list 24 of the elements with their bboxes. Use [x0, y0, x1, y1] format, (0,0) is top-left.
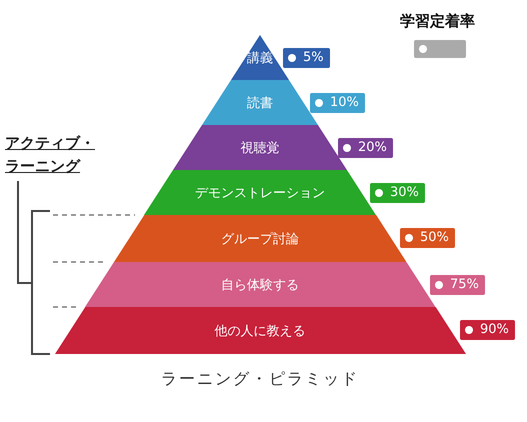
layer-label: 他の人に教える	[214, 322, 306, 340]
percentage-tag: 50%	[400, 228, 455, 248]
layer-label: デモンストレーション	[194, 184, 326, 202]
caption: ラーニング・ピラミッド	[160, 369, 360, 390]
pyramid-layer	[54, 307, 466, 354]
layer-label: 自ら体験する	[220, 276, 300, 294]
percentage-tag: 30%	[370, 183, 425, 203]
layer-label: グループ討論	[220, 230, 300, 248]
percentage-tag: 5%	[283, 48, 330, 68]
legend-text: 学習定着率	[400, 12, 475, 31]
pyramid-layer	[173, 125, 347, 170]
pyramid-layer	[84, 262, 436, 307]
pyramid-layer	[231, 35, 289, 80]
layer-label: 読書	[246, 94, 274, 112]
layer-label: 視聴覚	[239, 140, 280, 156]
percentage-tag: 90%	[460, 320, 515, 340]
bracket-label: アクティブ・ラーニング	[5, 133, 96, 177]
pyramid-layer	[144, 170, 376, 215]
pyramid-layer	[202, 80, 318, 125]
percentage-tag: 20%	[338, 138, 393, 158]
layer-label: 講義	[246, 50, 274, 66]
percentage-tag: 10%	[310, 93, 365, 113]
pyramid-layer	[114, 215, 406, 262]
percentage-tag: 75%	[430, 275, 485, 295]
